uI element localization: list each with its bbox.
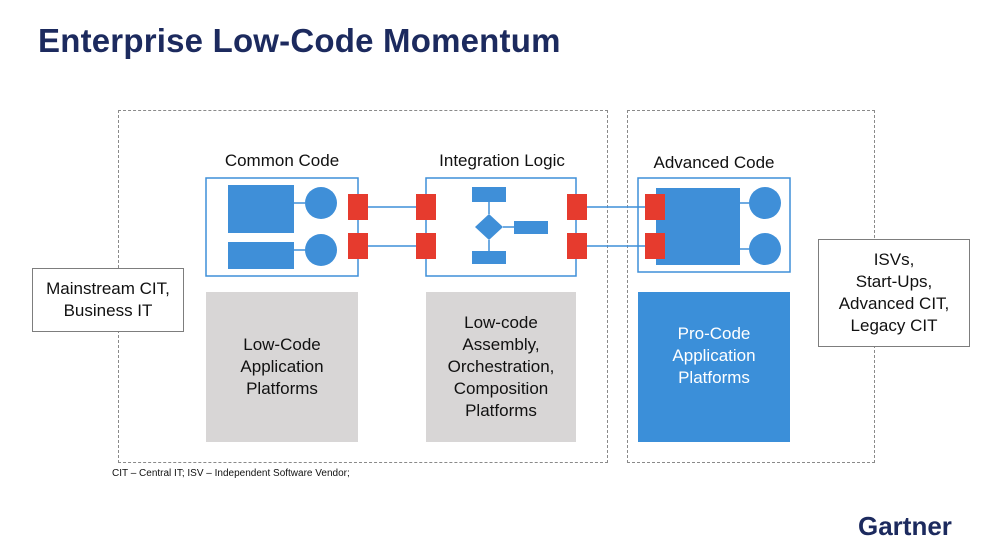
connector-plug (645, 233, 665, 259)
flow-decision (475, 214, 503, 240)
advanced-code-port-top (749, 187, 781, 219)
connector-plug (416, 233, 436, 259)
flow-step-bottom (472, 251, 506, 264)
connector-plug (645, 194, 665, 220)
pro-code-application-platforms: Pro-Code Application Platforms (638, 292, 790, 442)
connector-plug (567, 194, 587, 220)
column-heading-advanced-code: Advanced Code (653, 153, 775, 172)
page-title: Enterprise Low-Code Momentum (38, 22, 561, 59)
column-heading-common-code: Common Code (224, 151, 340, 170)
flow-step-top (472, 187, 506, 202)
flow-step-branch (514, 221, 548, 234)
connector-plug (348, 233, 368, 259)
advanced-code-port-bottom (749, 233, 781, 265)
common-code-port-bottom (305, 234, 337, 266)
advanced-code-module (656, 188, 740, 265)
common-code-module-small (228, 242, 294, 269)
column-heading-integration-logic: Integration Logic (439, 151, 565, 170)
low-code-assembly-platforms: Low-code Assembly, Orchestration, Compos… (426, 292, 576, 442)
integration-diagram (205, 177, 791, 277)
common-code-module-large (228, 185, 294, 233)
footnote: CIT – Central IT; ISV – Independent Soft… (112, 468, 350, 479)
isvs-box: ISVs, Start-Ups, Advanced CIT, Legacy CI… (818, 239, 970, 347)
connector-plug (348, 194, 368, 220)
gartner-logo: Gartner (858, 511, 952, 541)
common-code-port-top (305, 187, 337, 219)
low-code-application-platforms: Low-Code Application Platforms (206, 292, 358, 442)
connector-plug (567, 233, 587, 259)
connector-plug (416, 194, 436, 220)
mainstream-cit-box: Mainstream CIT, Business IT (32, 268, 184, 332)
